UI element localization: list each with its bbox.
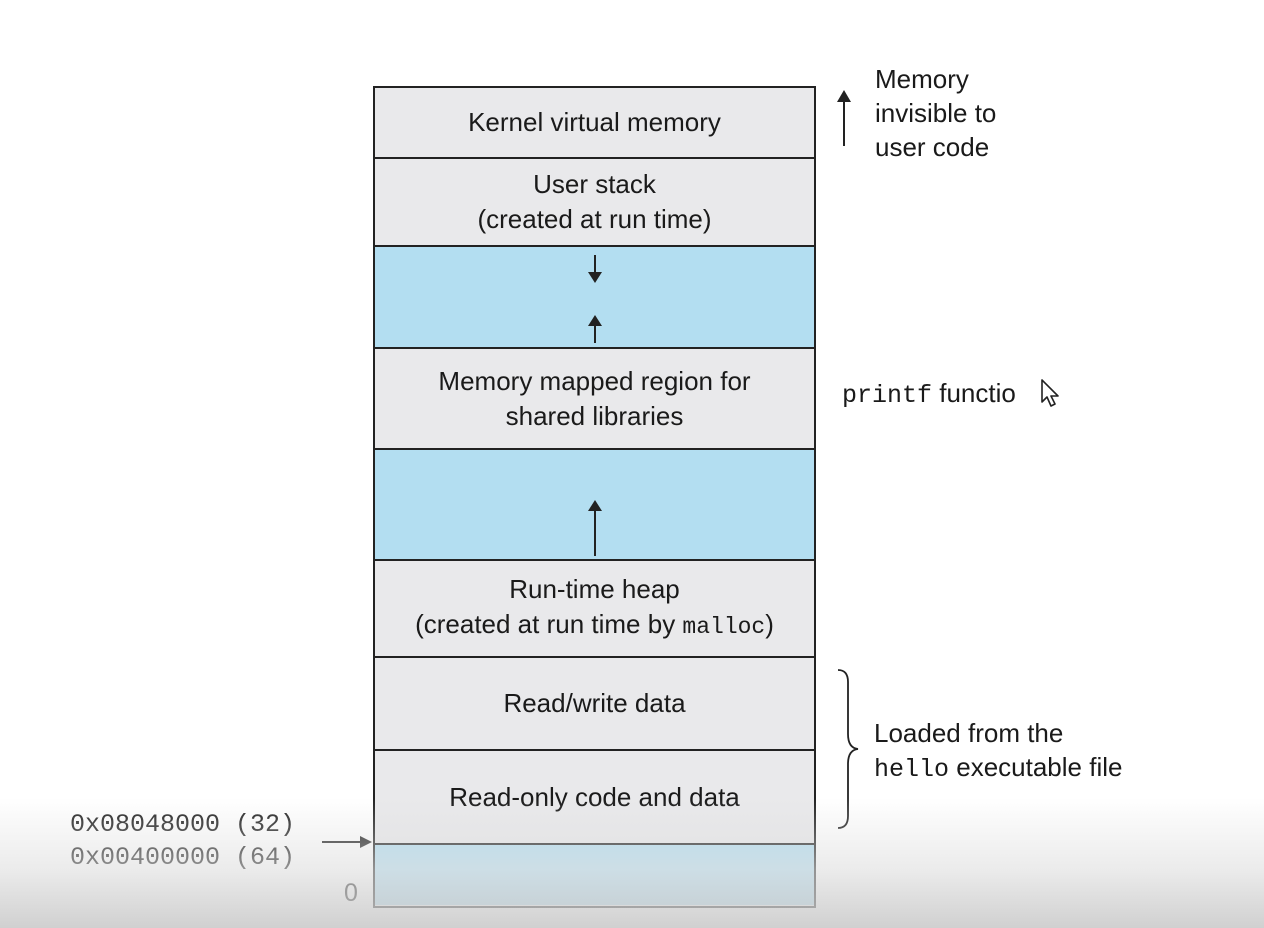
printf-code: printf [842, 381, 933, 410]
heap-growth-gap [375, 450, 814, 561]
mouse-cursor-icon [1041, 379, 1059, 407]
read-write-data-region: Read/write data [375, 658, 814, 751]
heap-label: Run-time heap [509, 574, 680, 604]
ro-label: Read-only code and data [449, 781, 740, 812]
rw-label: Read/write data [503, 688, 686, 718]
kernel-virtual-memory-region: Kernel virtual memory [375, 88, 814, 159]
unmapped-low-region [375, 845, 814, 905]
user-stack-sublabel: (created at run time) [477, 204, 712, 234]
hello-code: hello [874, 755, 950, 784]
loaded-from-executable-label: Loaded from the hello executable file [874, 718, 1123, 784]
heap-grows-up-arrow-icon [587, 500, 602, 556]
mmap-grows-up-arrow-icon [587, 315, 602, 343]
executable-brace-icon [837, 669, 859, 829]
memory-invisible-label: Memory invisible to user code [875, 64, 997, 162]
address-32bit: 0x08048000 (32) [70, 810, 296, 839]
user-stack-region: User stack (created at run time) [375, 159, 814, 247]
kernel-label: Kernel virtual memory [468, 107, 721, 137]
mmap-sublabel: shared libraries [505, 400, 684, 431]
printf-function-label: printf functio [842, 378, 1016, 410]
user-stack-label: User stack [533, 169, 656, 199]
run-time-heap-region: Run-time heap (created at run time by ma… [375, 561, 814, 658]
kernel-up-arrow-icon [837, 90, 851, 146]
stack-grows-down-arrow-icon [587, 255, 602, 283]
address-zero: 0 [344, 879, 358, 907]
shared-libraries-region: Memory mapped region for shared librarie… [375, 349, 814, 450]
memory-layout-stack: Kernel virtual memory User stack (create… [373, 86, 816, 908]
address-pointer-arrow-icon [322, 836, 372, 848]
mmap-label: Memory mapped region for [438, 365, 751, 396]
stack-growth-gap [375, 247, 814, 349]
malloc-code: malloc [682, 614, 766, 640]
address-64bit: 0x00400000 (64) [70, 843, 296, 872]
read-only-code-region: Read-only code and data [375, 751, 814, 845]
heap-sublabel: (created at run time by malloc) [415, 609, 774, 640]
